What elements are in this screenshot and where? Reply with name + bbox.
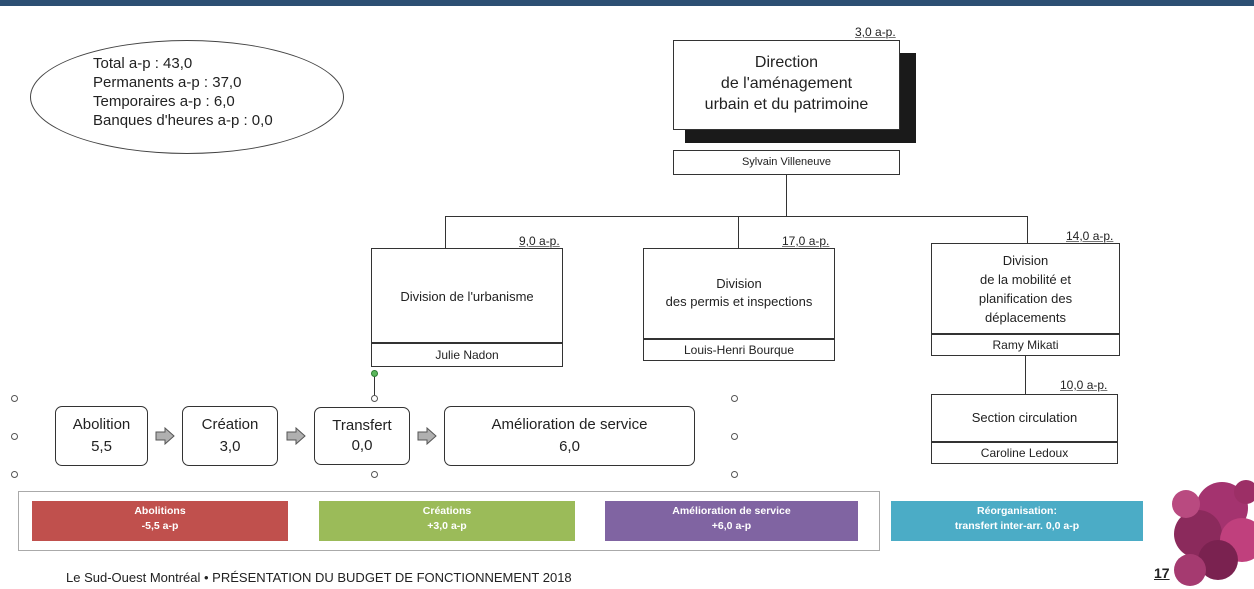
- legend-creations-title: Créations: [422, 505, 472, 517]
- flow-creation-value: 3,0: [219, 438, 241, 455]
- section-box: Section circulation: [931, 394, 1118, 442]
- selection-handle-br[interactable]: [731, 471, 738, 478]
- flow-creation: Création 3,0: [182, 406, 278, 466]
- flow-transfert-value: 0,0: [351, 437, 373, 454]
- direction-title-2: de l'aménagement: [720, 75, 853, 92]
- connector-transfert: [374, 377, 375, 398]
- division-mobilite-title-2: de la mobilité et: [979, 272, 1072, 287]
- division-mobilite-title-4: déplacements: [985, 310, 1066, 325]
- flower-decoration-icon: [1172, 480, 1254, 586]
- flow-abolition-label: Abolition: [72, 416, 131, 433]
- flow-abolition: Abolition 5,5: [55, 406, 148, 466]
- flow-creation-label: Création: [201, 416, 259, 433]
- section-head: Caroline Ledoux: [931, 442, 1118, 464]
- division-mobilite-title-3: planification des: [978, 291, 1073, 306]
- summary-banques: Banques d'heures a-p : 0,0: [93, 112, 273, 129]
- legend-abolitions: Abolitions -5,5 a-p: [32, 501, 288, 541]
- connector-direction: [786, 175, 787, 217]
- flow-amelioration-value: 6,0: [559, 438, 580, 455]
- connector-horizontal: [445, 216, 1027, 217]
- flow-transfert-label: Transfert: [332, 417, 392, 434]
- selection-handle-mr[interactable]: [731, 433, 738, 440]
- footer-text: Le Sud-Ouest Montréal • PRÉSENTATION DU …: [66, 570, 572, 585]
- division-permis-head: Louis-Henri Bourque: [643, 339, 835, 361]
- division-urbanisme-title: Division de l'urbanisme: [400, 289, 534, 304]
- arrow-right-icon: [417, 427, 437, 445]
- summary-oval: Total a-p : 43,0 Permanents a-p : 37,0 T…: [30, 40, 344, 154]
- connector-permis: [738, 216, 739, 248]
- direction-ap: 3,0 a-p.: [855, 25, 896, 39]
- division-mobilite-ap: 14,0 a-p.: [1066, 229, 1114, 243]
- rotate-handle[interactable]: [371, 370, 378, 377]
- division-permis-ap: 17,0 a-p.: [782, 234, 830, 248]
- direction-head: Sylvain Villeneuve: [673, 150, 900, 175]
- legend-amelioration: Amélioration de service +6,0 a-p: [605, 501, 858, 541]
- direction-title-1: Direction: [754, 54, 819, 71]
- division-mobilite-box: Division de la mobilité et planification…: [931, 243, 1120, 334]
- legend-amelioration-value: +6,0 a-p: [711, 520, 752, 532]
- division-urbanisme-ap: 9,0 a-p.: [519, 234, 560, 248]
- legend-frame: [18, 491, 880, 551]
- selection-handle-tm[interactable]: [371, 395, 378, 402]
- legend-amelioration-title: Amélioration de service: [672, 505, 791, 517]
- selection-handle-bm[interactable]: [371, 471, 378, 478]
- page-number: 17: [1154, 565, 1170, 581]
- legend-creations: Créations +3,0 a-p: [319, 501, 575, 541]
- arrow-right-icon: [155, 427, 175, 445]
- legend-reorganisation-value: transfert inter-arr. 0,0 a-p: [954, 520, 1080, 532]
- section-ap: 10,0 a-p.: [1060, 378, 1108, 392]
- legend-creations-value: +3,0 a-p: [427, 520, 467, 532]
- flow-transfert[interactable]: Transfert 0,0: [314, 407, 410, 465]
- selection-handle-tr[interactable]: [731, 395, 738, 402]
- summary-permanents: Permanents a-p : 37,0: [93, 74, 242, 91]
- section-title: Section circulation: [971, 410, 1078, 425]
- selection-handle-ml[interactable]: [11, 433, 18, 440]
- legend-abolitions-title: Abolitions: [134, 505, 186, 517]
- top-bar: [0, 0, 1254, 6]
- connector-mobilite: [1027, 216, 1028, 248]
- division-permis-box: Division des permis et inspections: [643, 248, 835, 339]
- connector-section: [1025, 356, 1026, 394]
- division-mobilite-title-1: Division: [1002, 253, 1049, 268]
- division-permis-title-1: Division: [716, 276, 762, 291]
- division-urbanisme-head: Julie Nadon: [371, 343, 563, 367]
- flow-amelioration: Amélioration de service 6,0: [444, 406, 695, 466]
- flow-amelioration-label: Amélioration de service: [491, 416, 648, 433]
- division-mobilite-head: Ramy Mikati: [931, 334, 1120, 356]
- division-permis-title-2: des permis et inspections: [665, 294, 813, 309]
- division-urbanisme-box: Division de l'urbanisme: [371, 248, 563, 343]
- flow-abolition-value: 5,5: [91, 438, 112, 455]
- summary-temporaires: Temporaires a-p : 6,0: [93, 93, 235, 110]
- selection-handle-bl[interactable]: [11, 471, 18, 478]
- direction-box: Direction de l'aménagement urbain et du …: [673, 40, 900, 130]
- selection-handle-tl[interactable]: [11, 395, 18, 402]
- arrow-right-icon: [286, 427, 306, 445]
- direction-title-3: urbain et du patrimoine: [704, 96, 869, 113]
- legend-abolitions-value: -5,5 a-p: [141, 520, 179, 532]
- legend-reorganisation: Réorganisation: transfert inter-arr. 0,0…: [891, 501, 1143, 541]
- legend-reorganisation-title: Réorganisation:: [977, 505, 1057, 517]
- connector-urbanisme: [445, 216, 446, 248]
- summary-total: Total a-p : 43,0: [93, 55, 193, 72]
